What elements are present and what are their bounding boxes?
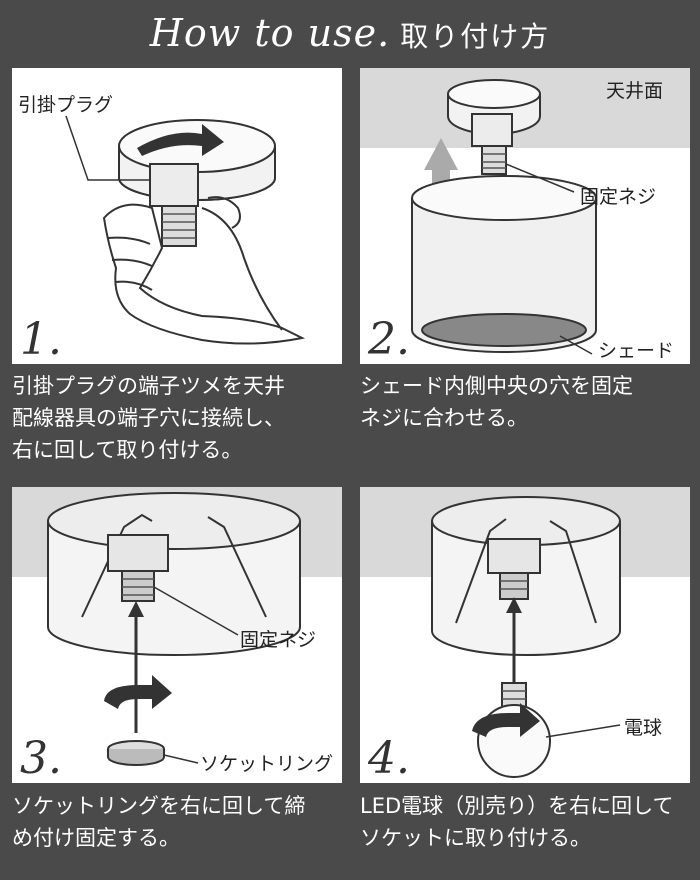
bulb-label: 電球 — [624, 717, 663, 739]
shade-label: シェード — [598, 340, 675, 362]
step-2-illustration — [360, 68, 690, 355]
screw-label: 固定ネジ — [580, 186, 657, 208]
title-en: How to use. — [149, 11, 391, 55]
step-3-number: 3. — [20, 733, 62, 783]
step-2-panel: 天井面 固定ネジ シェード 2. — [360, 68, 690, 364]
plug-label: 引掛プラグ — [18, 94, 114, 116]
page-header: How to use. 取り付け方 — [0, 0, 700, 66]
title-jp: 取り付け方 — [400, 20, 551, 53]
ceiling-label: 天井面 — [606, 80, 664, 102]
step-1-number: 1. — [20, 314, 62, 364]
step-1-illustration — [65, 115, 306, 345]
step-4-number: 4. — [368, 733, 410, 783]
ring-label: ソケットリング — [200, 753, 334, 775]
step-2-caption: シェード内側中央の穴を固定 ネジに合わせる。 — [360, 374, 633, 430]
step-2-number: 2. — [368, 314, 410, 364]
step-1-panel: 引掛プラグ 1. — [12, 68, 342, 364]
step-1-caption: 引掛プラグの端子ツメを天井 配線器具の端子穴に接続し、 右に回して取り付ける。 — [12, 374, 285, 462]
step-3-panel: 固定ネジ ソケットリング 3. — [12, 487, 342, 783]
step-3-caption: ソケットリングを右に回して締 め付け固定する。 — [12, 794, 306, 850]
step-4-caption: LED電球（別売り）を右に回して ソケットに取り付ける。 — [360, 794, 674, 850]
step-3-illustration — [12, 487, 342, 766]
screw-label-3: 固定ネジ — [240, 629, 317, 651]
step-4-illustration — [360, 487, 690, 778]
step-4-panel: 電球 4. — [360, 487, 690, 783]
